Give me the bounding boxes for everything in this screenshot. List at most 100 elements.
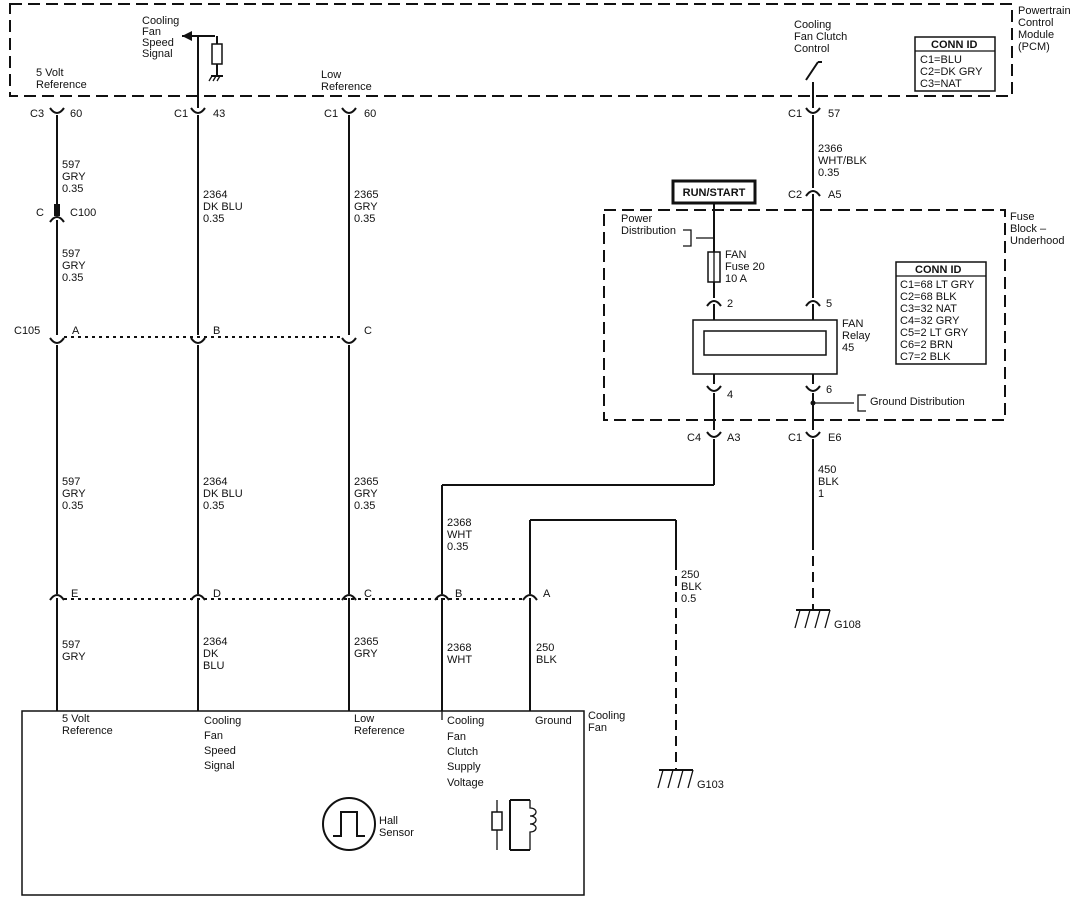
- fan-clutch-control-switch: Cooling Fan Clutch Control: [794, 19, 847, 108]
- svg-text:C1: C1: [324, 108, 338, 120]
- fan-clutch-coil-icon: [491, 799, 537, 851]
- svg-text:0.35: 0.35: [354, 500, 375, 512]
- svg-text:B: B: [213, 325, 220, 337]
- svg-text:C5=2 LT GRY: C5=2 LT GRY: [900, 327, 969, 339]
- svg-text:0.35: 0.35: [62, 500, 83, 512]
- svg-text:0.35: 0.35: [354, 213, 375, 225]
- svg-text:60: 60: [364, 108, 376, 120]
- svg-text:C2=DK GRY: C2=DK GRY: [920, 66, 983, 78]
- svg-text:Reference: Reference: [321, 81, 372, 93]
- svg-text:Cooling: Cooling: [142, 15, 179, 27]
- fuse-block-conn-id-table: CONN ID C1=68 LT GRY C2=68 BLK C3=32 NAT…: [895, 261, 987, 365]
- svg-text:Underhood: Underhood: [1010, 235, 1064, 247]
- svg-text:C7=2 BLK: C7=2 BLK: [900, 351, 951, 363]
- fan-relay: 2 5 FAN Relay 45 4 6: [692, 298, 871, 401]
- ground-distribution: Ground Distribution: [713, 393, 965, 430]
- svg-text:0.35: 0.35: [203, 213, 224, 225]
- svg-text:GRY: GRY: [354, 201, 378, 213]
- svg-text:2364: 2364: [203, 476, 227, 488]
- fan-pin-labels: 5 Volt Reference Cooling Fan Speed Signa…: [62, 713, 572, 789]
- fan-speed-signal-circuit: Cooling Fan Speed Signal: [142, 15, 223, 108]
- svg-text:Cooling: Cooling: [794, 19, 831, 31]
- svg-text:Control: Control: [794, 43, 829, 55]
- svg-text:250: 250: [536, 642, 554, 654]
- svg-text:Cooling: Cooling: [588, 710, 625, 722]
- svg-text:Module: Module: [1018, 29, 1054, 41]
- five-volt-ref-label: 5 Volt Reference: [36, 67, 87, 91]
- svg-text:A3: A3: [727, 432, 740, 444]
- svg-text:5 Volt: 5 Volt: [62, 713, 90, 725]
- ground-g108-icon: G108: [794, 609, 861, 631]
- svg-text:0.35: 0.35: [203, 500, 224, 512]
- svg-text:Distribution: Distribution: [621, 225, 676, 237]
- svg-text:WHT/BLK: WHT/BLK: [818, 155, 868, 167]
- svg-text:2368: 2368: [447, 642, 471, 654]
- pcm-title: Powertrain Control Module (PCM): [1018, 5, 1071, 53]
- svg-text:6: 6: [826, 384, 832, 396]
- svg-text:Hall: Hall: [379, 815, 398, 827]
- svg-text:Sensor: Sensor: [379, 827, 414, 839]
- svg-text:45: 45: [842, 342, 854, 354]
- svg-text:2365: 2365: [354, 636, 378, 648]
- svg-text:BLK: BLK: [536, 654, 557, 666]
- svg-text:DK: DK: [203, 648, 219, 660]
- svg-text:GRY: GRY: [62, 260, 86, 272]
- cooling-fan-box: [21, 710, 585, 896]
- svg-text:GRY: GRY: [354, 488, 378, 500]
- svg-text:GRY: GRY: [354, 648, 378, 660]
- svg-text:2364: 2364: [203, 189, 227, 201]
- fan-fuse: FAN Fuse 20 10 A: [707, 249, 765, 298]
- svg-text:Block –: Block –: [1010, 223, 1047, 235]
- c105-label: C105: [14, 325, 40, 337]
- svg-text:Signal: Signal: [142, 48, 173, 60]
- svg-text:E: E: [71, 588, 78, 600]
- svg-text:CONN ID: CONN ID: [931, 39, 978, 51]
- svg-text:2: 2: [727, 298, 733, 310]
- svg-text:C4=32 GRY: C4=32 GRY: [900, 315, 960, 327]
- svg-text:G103: G103: [697, 779, 724, 791]
- svg-text:WHT: WHT: [447, 529, 472, 541]
- svg-text:0.35: 0.35: [818, 167, 839, 179]
- svg-text:597: 597: [62, 248, 80, 260]
- svg-text:C2: C2: [788, 189, 802, 201]
- svg-text:Low: Low: [354, 713, 374, 725]
- svg-text:B: B: [455, 588, 462, 600]
- svg-text:Fan: Fan: [447, 731, 466, 743]
- svg-text:10 A: 10 A: [725, 273, 748, 285]
- svg-text:FAN: FAN: [725, 249, 746, 261]
- svg-text:Fan: Fan: [204, 730, 223, 742]
- svg-text:C3=32 NAT: C3=32 NAT: [900, 303, 957, 315]
- svg-text:A5: A5: [828, 189, 841, 201]
- svg-text:Fan: Fan: [142, 26, 161, 38]
- svg-text:0.35: 0.35: [62, 272, 83, 284]
- svg-text:1: 1: [818, 488, 824, 500]
- svg-text:BLK: BLK: [681, 581, 702, 593]
- svg-text:BLU: BLU: [203, 660, 224, 672]
- svg-text:Speed: Speed: [142, 37, 174, 49]
- svg-text:Voltage: Voltage: [447, 777, 484, 789]
- svg-text:2365: 2365: [354, 189, 378, 201]
- svg-text:FAN: FAN: [842, 318, 863, 330]
- svg-text:Speed: Speed: [204, 745, 236, 757]
- svg-text:43: 43: [213, 108, 225, 120]
- svg-text:597: 597: [62, 159, 80, 171]
- hall-sensor-icon: Hall Sensor: [322, 797, 414, 851]
- svg-text:2364: 2364: [203, 636, 227, 648]
- pcm-boundary: [9, 3, 1013, 97]
- low-ref-label: Low Reference: [321, 69, 372, 93]
- svg-text:250: 250: [681, 569, 699, 581]
- power-distribution: Power Distribution: [621, 203, 715, 252]
- svg-text:C3=NAT: C3=NAT: [920, 78, 962, 90]
- svg-text:C: C: [36, 207, 44, 219]
- svg-text:GRY: GRY: [62, 488, 86, 500]
- svg-text:Supply: Supply: [447, 761, 481, 773]
- svg-text:DK BLU: DK BLU: [203, 201, 243, 213]
- svg-text:2365: 2365: [354, 476, 378, 488]
- svg-text:597: 597: [62, 639, 80, 651]
- svg-text:A: A: [72, 325, 80, 337]
